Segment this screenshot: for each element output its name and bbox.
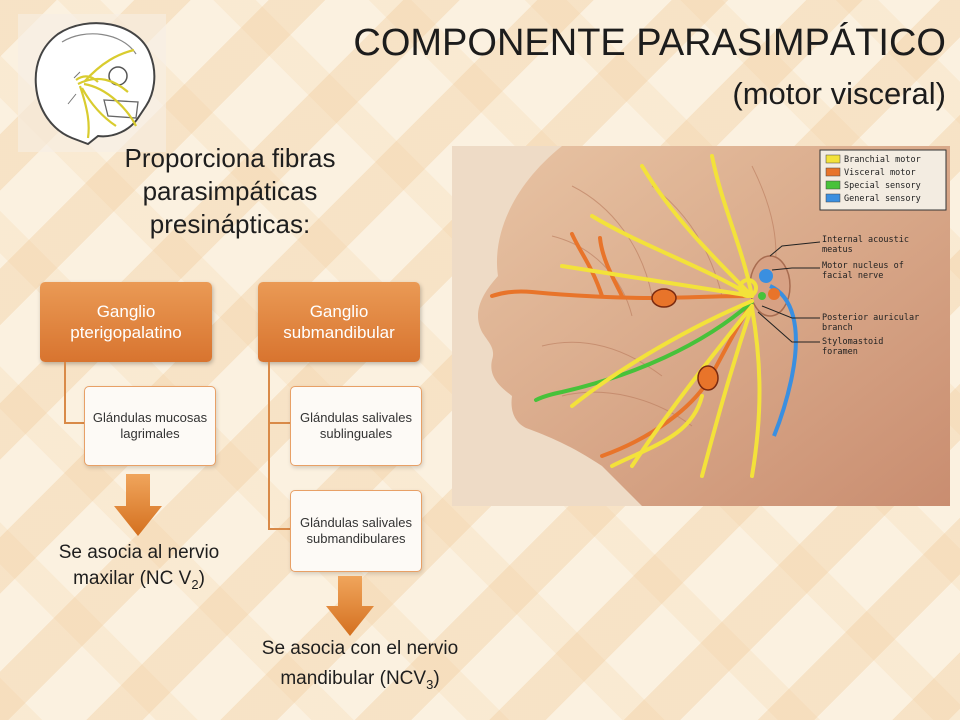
legend-branchial-motor: Branchial motor [844,155,921,165]
legend-general-sensory: General sensory [844,194,921,204]
tree-connector [268,362,290,424]
ganglion-pterygopalatine-box: Ganglio pterigopalatino [40,282,212,362]
target-lacrimal-glands-box: Glándulas mucosas lagrimales [84,386,216,466]
slide-subtitle: (motor visceral) [732,76,946,111]
facial-nerve-anatomy-image: Branchial motor Visceral motor Special s… [452,146,950,506]
right-caption: Se asocia con el nervio mandibular (NCV3… [261,638,459,692]
tree-connector [64,362,84,424]
slide-title: COMPONENTE PARASIMPÁTICO [353,22,946,64]
ganglion-submandibular-box: Ganglio submandibular [258,282,420,362]
left-caption: Se asocia al nervio maxilar (NC V2) [58,542,220,592]
target-sublingual-glands-box: Glándulas salivales sublinguales [290,386,422,466]
skull-thumbnail-image [18,14,166,152]
intro-text: Proporciona fibras parasimpáticas presin… [124,143,336,239]
legend-visceral-motor: Visceral motor [844,168,916,178]
legend-special-sensory: Special sensory [844,181,921,191]
target-submandibular-glands-box: Glándulas salivales submandibulares [290,490,422,572]
down-arrow-icon [326,576,374,636]
down-arrow-icon [114,474,162,536]
tree-connector [268,424,290,530]
